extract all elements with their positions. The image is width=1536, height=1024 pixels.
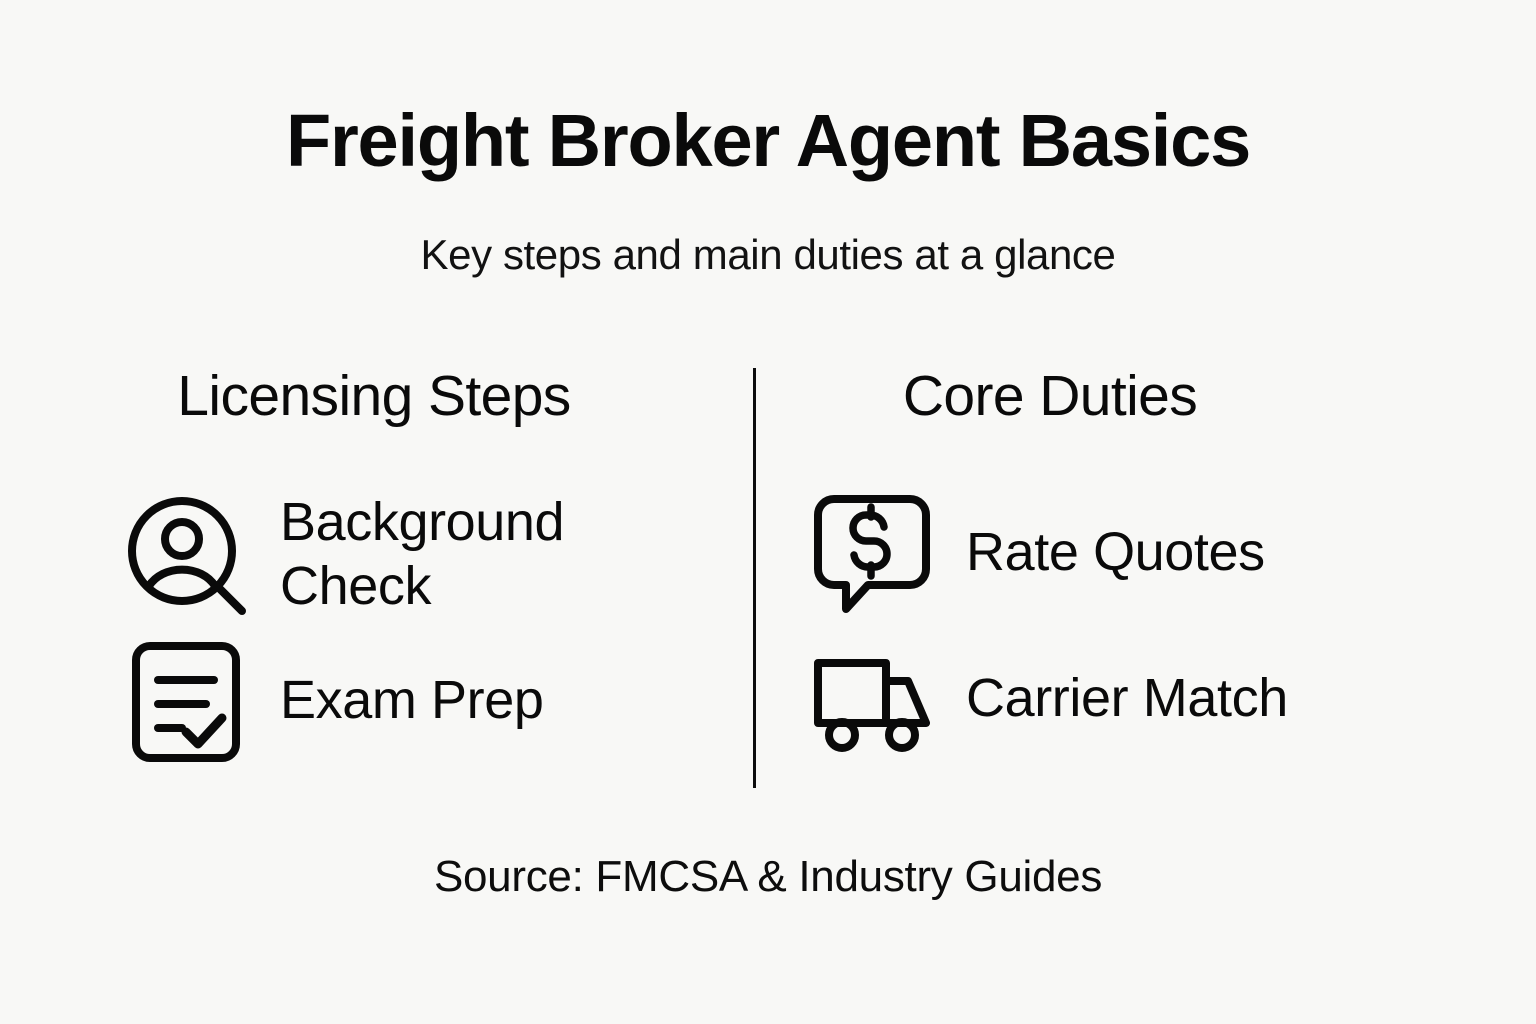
column-divider — [753, 368, 756, 788]
core-duties-list: Rate Quotes Carrier Match — [810, 491, 1410, 761]
column-heading-core-duties: Core Duties — [902, 364, 1198, 428]
footer-block: Source: FMCSA & Industry Guides — [0, 855, 1536, 899]
list-item-label-rate-quotes: Rate Quotes — [966, 522, 1265, 583]
source-note: Source: FMCSA & Industry Guides — [433, 852, 1103, 901]
person-magnifier-icon — [128, 496, 246, 615]
dollar-speech-bubble-icon — [814, 495, 930, 613]
document-checklist-icon — [132, 642, 240, 763]
page-title: Freight Broker Agent Basics — [285, 99, 1251, 182]
page-subtitle: Key steps and main duties at a glance — [420, 231, 1116, 278]
column-core-duties: Core Duties Rate Quotes — [810, 368, 1410, 761]
delivery-truck-icon — [814, 659, 930, 752]
list-item-exam-prep: Exam Prep — [124, 638, 724, 763]
list-item-label-carrier-match: Carrier Match — [966, 668, 1288, 729]
columns-container: Licensing Steps Background Check — [0, 368, 1536, 788]
list-item-label-background-check: Background Check — [280, 492, 565, 616]
column-licensing-steps: Licensing Steps Background Check — [124, 364, 724, 763]
column-heading-licensing-steps: Licensing Steps — [177, 364, 571, 428]
list-item-rate-quotes: Rate Quotes — [810, 491, 1410, 615]
list-item-carrier-match: Carrier Match — [810, 637, 1410, 761]
licensing-steps-list: Background Check Exam Prep — [124, 491, 724, 763]
list-item-background-check: Background Check — [124, 491, 724, 618]
list-item-label-exam-prep: Exam Prep — [280, 669, 544, 730]
header-block: Freight Broker Agent Basics Key steps an… — [0, 104, 1536, 276]
